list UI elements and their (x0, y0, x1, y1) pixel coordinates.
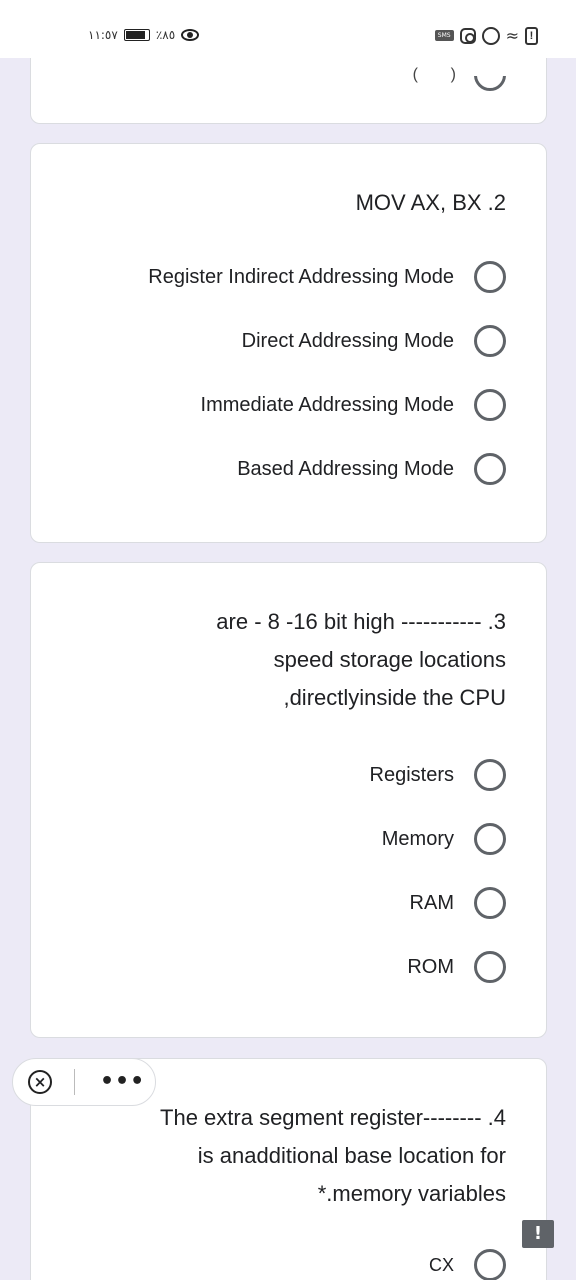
radio-option[interactable] (474, 76, 506, 91)
eye-icon (181, 29, 200, 41)
question-title-line: are - 8 -16 bit high ----------- .3 (216, 609, 506, 634)
option-memory[interactable]: Memory (382, 823, 506, 855)
option-label: CX (428, 1254, 454, 1275)
more-options-icon[interactable]: ••• (100, 1069, 146, 1094)
option-direct[interactable]: Direct Addressing Mode (242, 325, 506, 357)
option-label: Memory (381, 827, 454, 850)
battery-percent: ٪٨٥ (155, 28, 176, 42)
question-title-line: is anadditional base location for (197, 1143, 506, 1168)
option-based[interactable]: Based Addressing Mode (237, 453, 506, 485)
option-label: Registers (369, 763, 454, 786)
close-icon[interactable]: × (28, 1070, 52, 1094)
question-title-line: The extra segment register-------- .4 (160, 1105, 506, 1130)
option-rom[interactable]: ROM (407, 951, 506, 983)
option-label: ROM (407, 955, 454, 978)
question-title-line: ,directlyinside the CPU (283, 685, 506, 710)
radio-button[interactable] (474, 823, 506, 855)
radio-button[interactable] (474, 261, 506, 293)
battery-icon (123, 29, 150, 41)
question-title: are - 8 -16 bit high ----------- .3 spee… (216, 603, 506, 717)
option-label: Register Indirect Addressing Mode (148, 265, 454, 288)
option-register-indirect[interactable]: Register Indirect Addressing Mode (148, 261, 506, 293)
question-title-line: speed storage locations (273, 647, 506, 672)
option-label: Based Addressing Mode (237, 457, 454, 480)
question-card-2: MOV AX, BX .2 Register Indirect Addressi… (30, 143, 547, 543)
option-label: Immediate Addressing Mode (200, 393, 454, 416)
question-title-line: *.memory variables (317, 1181, 506, 1206)
question-title: The extra segment register-------- .4 is… (160, 1099, 506, 1213)
report-icon[interactable]: ! (522, 1220, 554, 1248)
radio-button[interactable] (474, 887, 506, 919)
status-left: ١١:٥٧ ٪٨٥ (88, 28, 200, 42)
question-card-3: are - 8 -16 bit high ----------- .3 spee… (30, 562, 547, 1038)
partial-text: ( (412, 66, 418, 83)
instagram-icon (459, 27, 476, 44)
option-cx[interactable]: CX (429, 1249, 506, 1280)
notification-icon: ! (525, 26, 538, 45)
radio-button[interactable] (474, 453, 506, 485)
status-bar: ١١:٥٧ ٪٨٥ SMS ≈ ! (0, 0, 576, 58)
divider (74, 1069, 75, 1095)
radio-button[interactable] (474, 1249, 506, 1280)
whatsapp-icon (481, 26, 500, 45)
option-ram[interactable]: RAM (410, 887, 506, 919)
option-label: Direct Addressing Mode (241, 329, 454, 352)
radio-button[interactable] (474, 389, 506, 421)
wifi-icon: ≈ (505, 26, 519, 45)
question-title: MOV AX, BX .2 (355, 190, 506, 215)
option-label: RAM (409, 891, 454, 914)
option-registers[interactable]: Registers (370, 759, 506, 791)
radio-button[interactable] (474, 759, 506, 791)
option-immediate[interactable]: Immediate Addressing Mode (201, 389, 506, 421)
sms-icon: SMS (434, 30, 454, 41)
floating-toolbar: × ••• (12, 1058, 156, 1106)
status-right: SMS ≈ ! (434, 26, 538, 45)
radio-button[interactable] (474, 325, 506, 357)
radio-button[interactable] (474, 951, 506, 983)
clock: ١١:٥٧ (88, 28, 118, 42)
partial-text: ) (450, 66, 456, 83)
